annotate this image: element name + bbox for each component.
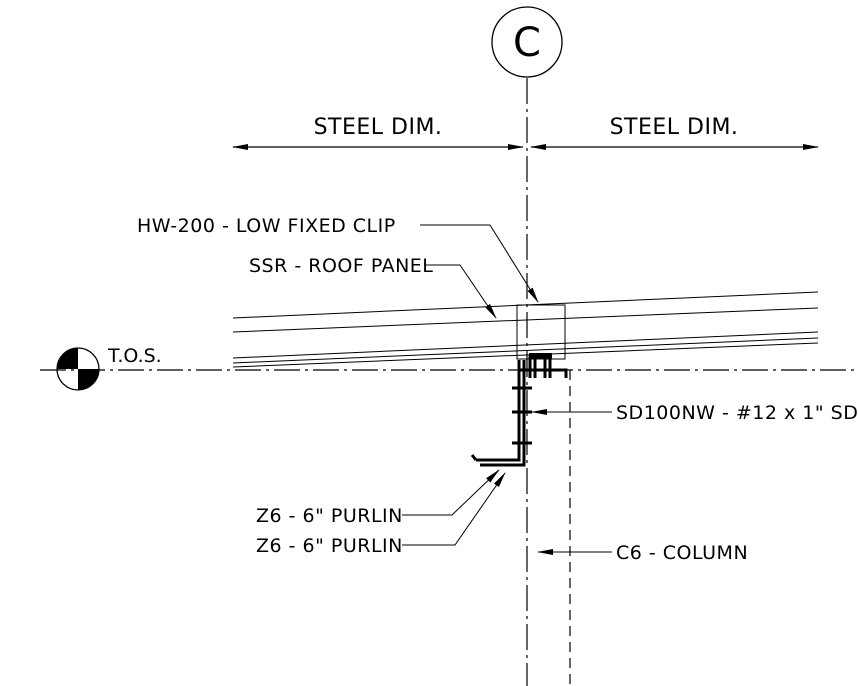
column bbox=[518, 368, 571, 686]
elevation-marker: T.O.S. bbox=[56, 345, 162, 391]
fasteners bbox=[512, 353, 552, 445]
clip-bolt-heads bbox=[529, 353, 552, 359]
column-callout: C6 - COLUMN bbox=[616, 542, 748, 564]
steel-dimension: STEEL DIM. STEEL DIM. bbox=[232, 115, 819, 150]
z-purlin-web-outer bbox=[476, 360, 521, 462]
panel-leader bbox=[426, 264, 497, 319]
elevation-marker-quadrant-tl bbox=[57, 348, 78, 369]
clip-leader bbox=[489, 224, 539, 303]
purlin-2-callout: Z6 - 6" PURLIN bbox=[256, 535, 403, 557]
panel-callout: SSR - ROOF PANEL bbox=[249, 255, 433, 277]
clip-callout: HW-200 - LOW FIXED CLIP bbox=[137, 215, 396, 237]
roof-panel-line-2 bbox=[232, 307, 819, 333]
screw-callout: SD100NW - #12 x 1" SD bbox=[616, 402, 858, 424]
grid-bubble-label: C bbox=[513, 20, 541, 66]
callout-labels: HW-200 - LOW FIXED CLIP SSR - ROOF PANEL… bbox=[137, 215, 858, 564]
purlin-1-leader bbox=[402, 469, 500, 516]
purlin-2-leader bbox=[402, 472, 506, 546]
clip-bolts bbox=[528, 355, 552, 378]
z-purlin bbox=[470, 360, 526, 467]
roof-panel bbox=[232, 291, 819, 368]
roof-panel-line-3 bbox=[232, 331, 819, 359]
dimension-label-right: STEEL DIM. bbox=[610, 115, 739, 140]
leaders bbox=[402, 224, 612, 555]
elevation-marker-quadrant-br bbox=[78, 369, 99, 390]
roof-panel-line-4 bbox=[232, 337, 819, 364]
elevation-marker-label: T.O.S. bbox=[107, 345, 162, 367]
grid-bubble-circle bbox=[491, 6, 563, 78]
dimension-label-left: STEEL DIM. bbox=[314, 115, 443, 140]
z-purlin-lip bbox=[470, 454, 478, 461]
grid-bubble: C bbox=[491, 6, 563, 78]
roof-panel-line-5 bbox=[232, 342, 819, 368]
purlin-1-callout: Z6 - 6" PURLIN bbox=[256, 505, 403, 527]
z-purlin-web-inner bbox=[480, 360, 526, 467]
